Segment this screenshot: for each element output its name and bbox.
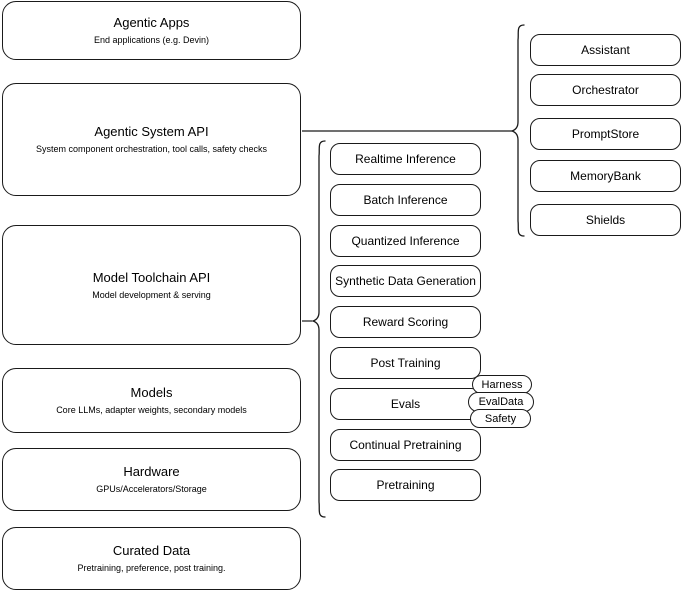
component-continual-pretraining[interactable]: Continual Pretraining — [330, 429, 481, 461]
layer-agentic-system-api[interactable]: Agentic System API System component orch… — [2, 83, 301, 196]
component-label: Quantized Inference — [351, 234, 460, 248]
component-label: Realtime Inference — [355, 152, 456, 166]
layer-subtitle: Pretraining, preference, post training. — [77, 563, 226, 573]
component-realtime-inference[interactable]: Realtime Inference — [330, 143, 481, 175]
component-post-training[interactable]: Post Training — [330, 347, 481, 379]
layer-hardware[interactable]: Hardware GPUs/Accelerators/Storage — [2, 448, 301, 511]
layer-model-toolchain-api[interactable]: Model Toolchain API Model development & … — [2, 225, 301, 345]
component-evals[interactable]: Evals — [330, 388, 481, 420]
system-component-assistant[interactable]: Assistant — [530, 34, 681, 66]
layer-title: Hardware — [123, 464, 180, 479]
component-batch-inference[interactable]: Batch Inference — [330, 184, 481, 216]
system-component-shields[interactable]: Shields — [530, 204, 681, 236]
layer-title: Curated Data — [112, 543, 191, 558]
system-component-label: MemoryBank — [570, 169, 641, 183]
layer-subtitle: System component orchestration, tool cal… — [35, 144, 268, 154]
component-synthetic-data-generation[interactable]: Synthetic Data Generation — [330, 265, 481, 297]
component-label: Pretraining — [376, 478, 435, 492]
component-label: Evals — [390, 397, 421, 411]
component-label: Post Training — [370, 356, 441, 370]
layer-subtitle: Core LLMs, adapter weights, secondary mo… — [56, 405, 247, 415]
system-component-label: Orchestrator — [572, 83, 639, 97]
system-component-label: PromptStore — [571, 127, 640, 141]
component-label: Batch Inference — [363, 193, 448, 207]
layer-subtitle: Model development & serving — [92, 289, 211, 300]
layer-agentic-apps[interactable]: Agentic Apps End applications (e.g. Devi… — [2, 1, 301, 60]
layer-title: Agentic System API — [94, 124, 209, 139]
component-quantized-inference[interactable]: Quantized Inference — [330, 225, 481, 257]
system-component-orchestrator[interactable]: Orchestrator — [530, 74, 681, 106]
layer-subtitle: GPUs/Accelerators/Storage — [96, 484, 207, 494]
system-component-promptstore[interactable]: PromptStore — [530, 118, 681, 150]
layer-title: Model Toolchain API — [92, 269, 211, 285]
component-label: Continual Pretraining — [349, 438, 462, 452]
layer-subtitle: End applications (e.g. Devin) — [93, 35, 210, 45]
layer-title: Agentic Apps — [113, 15, 190, 30]
layer-curated-data[interactable]: Curated Data Pretraining, preference, po… — [2, 527, 301, 590]
layer-title: Models — [130, 385, 173, 400]
eval-pill-safety[interactable]: Safety — [470, 409, 531, 428]
system-component-label: Assistant — [581, 43, 630, 57]
layer-models[interactable]: Models Core LLMs, adapter weights, secon… — [2, 368, 301, 433]
system-component-memorybank[interactable]: MemoryBank — [530, 160, 681, 192]
component-reward-scoring[interactable]: Reward Scoring — [330, 306, 481, 338]
system-component-label: Shields — [585, 213, 626, 227]
component-label: Reward Scoring — [362, 315, 449, 329]
component-label: Synthetic Data Generation — [335, 274, 476, 288]
component-pretraining[interactable]: Pretraining — [330, 469, 481, 501]
